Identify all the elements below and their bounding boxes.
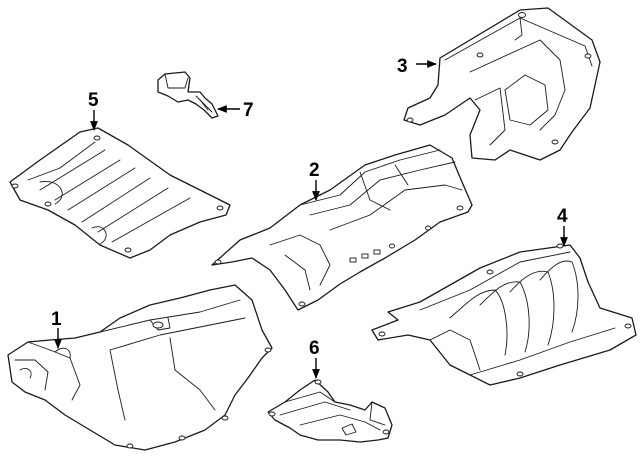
heat-shield-part-2[interactable] [211,144,473,311]
callout-number-1: 1 [51,309,62,330]
heat-shield-part-3[interactable] [403,7,601,161]
heat-shield-part-5[interactable] [9,127,231,259]
bracket-part-7[interactable] [157,71,219,119]
heat-shield-part-6[interactable] [267,379,393,443]
heat-shield-part-1[interactable] [7,284,273,451]
callout-number-2: 2 [309,160,320,181]
heat-shield-part-4[interactable] [371,243,637,386]
callout-number-5: 5 [88,90,99,111]
callout-number-6: 6 [309,338,320,359]
callout-number-7: 7 [243,100,254,121]
callout-number-3: 3 [397,56,408,77]
callout-number-4: 4 [557,206,568,227]
